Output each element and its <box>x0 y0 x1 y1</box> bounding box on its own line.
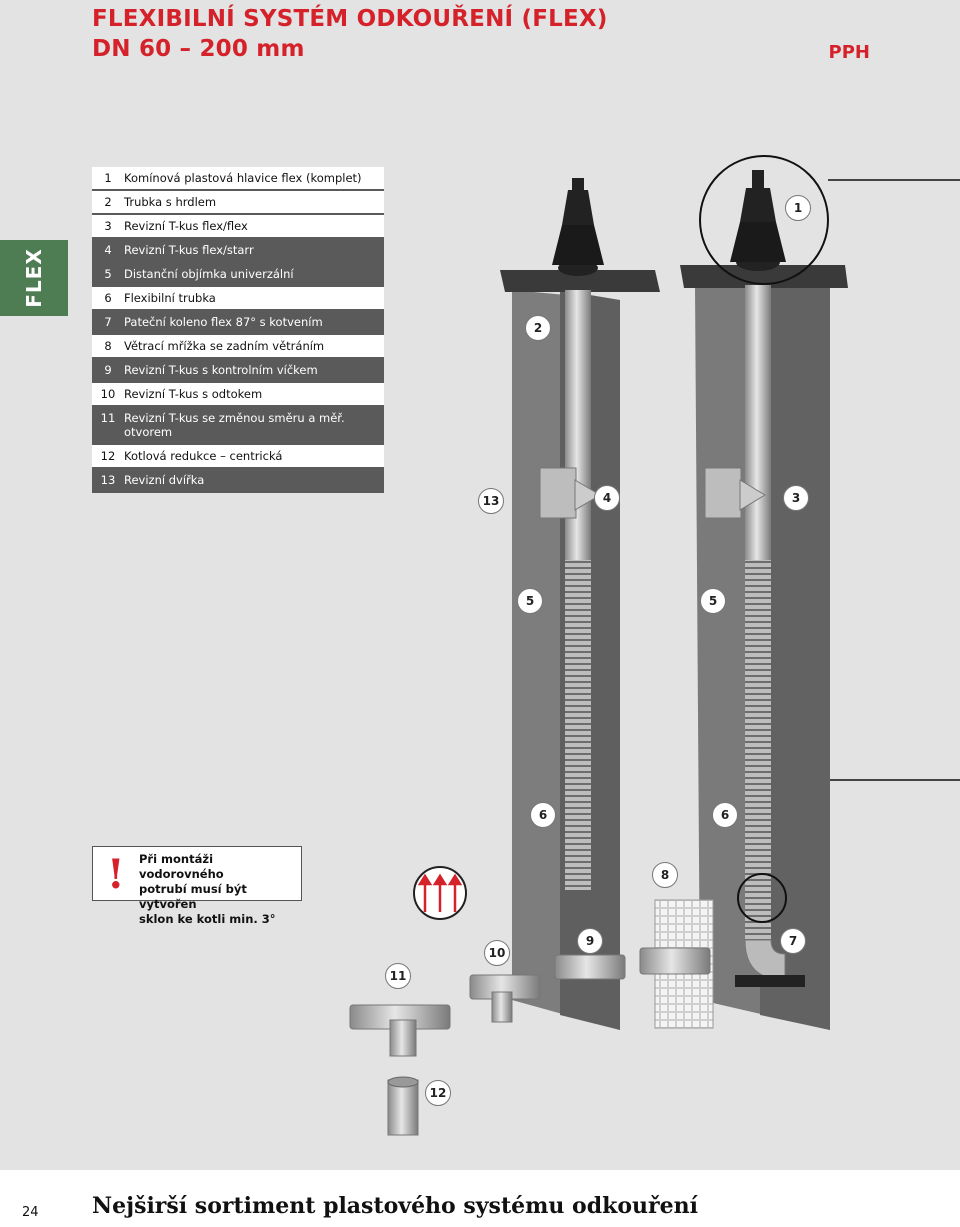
callout-1: 1 <box>785 195 811 221</box>
callout-9: 9 <box>577 928 603 954</box>
callout-6a: 6 <box>530 802 556 828</box>
callout-2: 2 <box>525 315 551 341</box>
callout-11: 11 <box>385 963 411 989</box>
footer <box>0 1170 960 1227</box>
callout-6b: 6 <box>712 802 738 828</box>
loose-fittings <box>349 947 711 1136</box>
callout-4: 4 <box>594 485 620 511</box>
page-number: 24 <box>22 1205 39 1220</box>
callout-5a: 5 <box>517 588 543 614</box>
left-chimney <box>500 178 660 1030</box>
warning-icon: ! <box>107 851 125 898</box>
callout-7: 7 <box>780 928 806 954</box>
callout-12: 12 <box>425 1080 451 1106</box>
warning-text: Při montáži vodorovného potrubí musí být… <box>139 852 276 926</box>
callout-8: 8 <box>652 862 678 888</box>
side-tab: FLEX <box>0 240 68 316</box>
brand-label: PPH <box>828 42 870 63</box>
callout-10: 10 <box>484 940 510 966</box>
footer-text: Nejširší sortiment plastového systému od… <box>92 1193 698 1219</box>
callout-13: 13 <box>478 488 504 514</box>
warning-box: ! Při montáži vodorovného potrubí musí b… <box>92 846 302 926</box>
callout-3: 3 <box>783 485 809 511</box>
right-chimney <box>680 170 848 1030</box>
callout-5b: 5 <box>700 588 726 614</box>
page-title: FLEXIBILNÍ SYSTÉM ODKOUŘENÍ (FLEX) <box>92 6 608 32</box>
page-subtitle: DN 60 – 200 mm <box>92 36 305 62</box>
